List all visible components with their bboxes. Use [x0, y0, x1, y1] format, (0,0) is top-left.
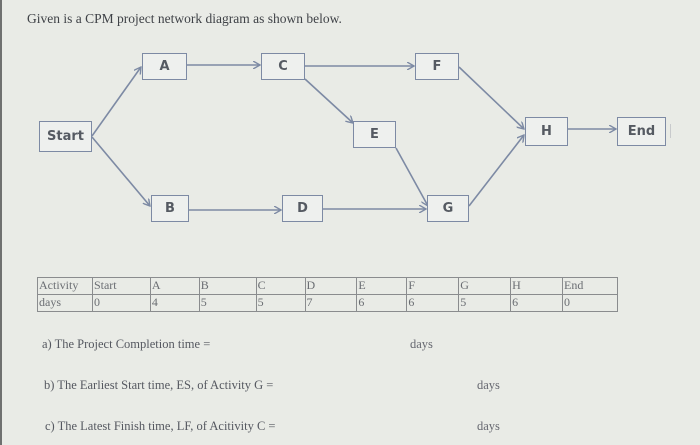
edge-e-g: [395, 147, 428, 206]
activity-duration-table: Activity Start A B C D E F G H End days …: [37, 277, 619, 312]
table-row-days: days 0 4 5 5 7 6 6 5 6 0: [37, 294, 619, 312]
table-cell: 6: [406, 294, 460, 312]
table-cell: 7: [304, 294, 358, 312]
table-cell: 6: [356, 294, 408, 312]
left-edge-border: [0, 0, 2, 445]
node-d: D: [282, 195, 323, 222]
node-c: C: [261, 53, 305, 80]
node-g: G: [427, 195, 469, 222]
header-cell: G: [458, 277, 512, 295]
table-cell: 0: [561, 294, 619, 312]
question-a-unit: days: [410, 337, 433, 351]
question-c-label: c) The Latest Finish time, LF, of Acitiv…: [45, 419, 276, 433]
header-cell: B: [198, 277, 257, 295]
edge-start-a: [91, 67, 141, 137]
header-cell: E: [356, 277, 408, 295]
edge-g-h: [468, 135, 524, 207]
text-cursor-mark: [670, 124, 671, 138]
table-cell: days: [37, 294, 93, 312]
header-cell: D: [304, 277, 358, 295]
table-cell: 5: [198, 294, 257, 312]
question-b-label: b) The Earliest Start time, ES, of Activ…: [44, 378, 274, 392]
node-a: A: [142, 53, 187, 80]
header-cell: C: [255, 277, 306, 295]
question-c-unit: days: [477, 419, 500, 433]
table-header-row: Activity Start A B C D E F G H End: [37, 277, 619, 295]
node-b: B: [151, 195, 189, 222]
header-cell: Activity: [37, 277, 93, 295]
table-cell: 5: [458, 294, 512, 312]
edge-c-e: [304, 78, 353, 123]
node-f: F: [415, 53, 459, 80]
node-e: E: [353, 121, 396, 148]
header-cell: End: [561, 277, 619, 295]
header-cell: H: [510, 277, 563, 295]
header-cell: F: [406, 277, 460, 295]
node-start: Start: [39, 121, 92, 152]
table-cell: 0: [91, 294, 151, 312]
question-b-unit: days: [477, 378, 500, 392]
table-cell: 6: [510, 294, 563, 312]
header-cell: Start: [91, 277, 151, 295]
edge-f-h: [458, 66, 524, 129]
intro-text: Given is a CPM project network diagram a…: [27, 11, 342, 26]
table-cell: 4: [149, 294, 200, 312]
node-end: End: [617, 117, 666, 146]
node-h: H: [525, 117, 568, 146]
edge-start-b: [91, 136, 150, 206]
header-cell: A: [149, 277, 200, 295]
question-a-label: a) The Project Completion time =: [42, 337, 211, 351]
table-cell: 5: [255, 294, 306, 312]
